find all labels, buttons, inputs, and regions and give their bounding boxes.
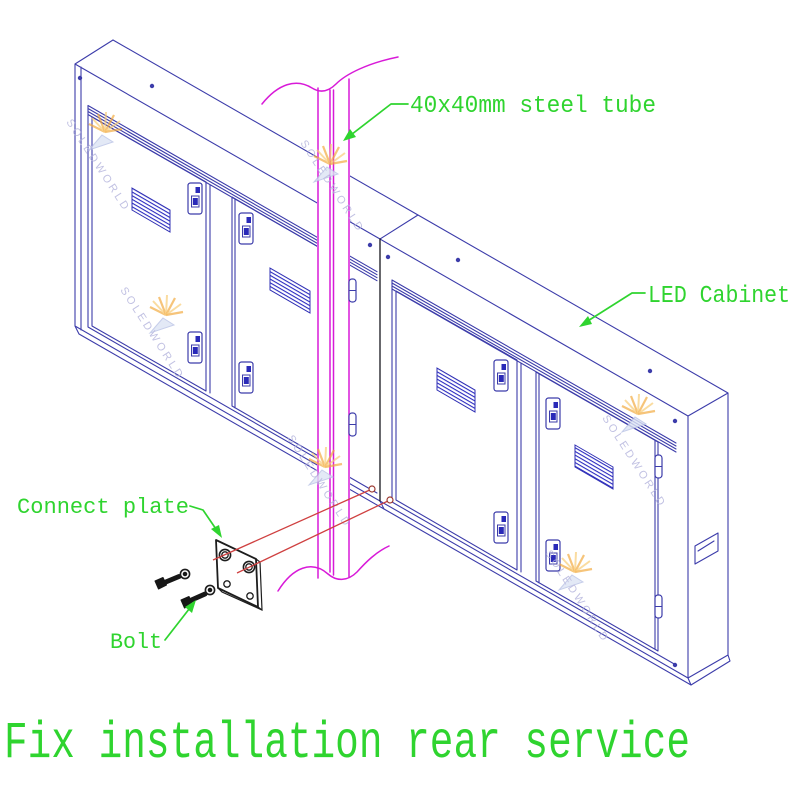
right-cabinet: [379, 214, 731, 686]
right-cabinet-doors: [395, 290, 659, 652]
steel-tube-break-top: [261, 56, 399, 105]
mount-hole-dot: [149, 83, 155, 89]
mount-point-ring: [386, 496, 394, 504]
left-cabinet: [74, 39, 419, 510]
callout-led-cabinet: LED Cabinet: [579, 283, 790, 327]
alignment-lines: [212, 485, 394, 574]
mount-hole-dot: [647, 368, 653, 374]
left-door1-lock-top: [187, 182, 203, 215]
steel-tube-edges: [317, 78, 350, 579]
right-door1-lock-bottom: [493, 511, 509, 544]
plate-washer: [218, 548, 232, 562]
bolt-washer-center: [182, 571, 188, 577]
steel-tube-arrow: [343, 129, 356, 141]
steel-tube-leader-line: [346, 103, 409, 139]
right-door2-lock-top: [545, 397, 561, 430]
alignment-line-top: [212, 488, 373, 561]
right-cabinet-outline: [379, 214, 731, 686]
bolt-shaft: [184, 591, 208, 605]
left-door2-vent-grille: [269, 267, 311, 314]
mount-hole-dot: [455, 257, 461, 263]
left-cabinet-doors: [91, 116, 349, 474]
left-door1-lock-bottom: [187, 331, 203, 364]
watermark-text: SOLEDWORLD: [117, 285, 186, 382]
side-handle: [694, 532, 719, 565]
mount-hole-dot: [77, 75, 83, 81]
callout-steel-tube: 40x40mm steel tube: [343, 93, 656, 141]
bolt-washer-center: [207, 587, 213, 593]
bolt-leader-line: [164, 603, 194, 641]
led-cabinet-leader-line: [582, 292, 646, 325]
mount-point-ring: [368, 485, 376, 493]
mount-hole-dot: [367, 242, 373, 248]
connect-plate-arrow: [211, 525, 222, 538]
watermark-text: SOLEDWORLD: [542, 548, 611, 645]
watermark: SOLEDWORLD: [542, 548, 611, 645]
right-door2-vent-grille: [574, 444, 614, 490]
left-door2-hinge-top: [348, 278, 357, 303]
right-door1-vent-grille: [436, 367, 476, 413]
bolt-arrow: [185, 600, 196, 613]
sunburst-logo-icon: [620, 392, 657, 434]
watermark: SOLEDWORLD: [117, 285, 186, 382]
connect-plate-label: Connect plate: [17, 495, 189, 520]
watermark: SOLEDWORLD: [63, 110, 133, 214]
steel-tube-break-bottom: [277, 545, 390, 592]
mount-hole-dot: [672, 662, 678, 668]
led-cabinet-label: LED Cabinet: [648, 283, 790, 310]
connect-plate-leader-line: [189, 505, 219, 533]
left-cabinet-outline: [74, 39, 419, 510]
right-door2-hinge-top: [654, 454, 663, 479]
bolt-1: [154, 568, 191, 590]
connect-plate: [215, 539, 263, 611]
right-door2-hinge-bottom: [654, 594, 663, 619]
mount-hole-dot: [385, 254, 391, 260]
right-cabinet-door-frame: [391, 279, 677, 666]
left-door2-hinge-bottom: [348, 412, 357, 437]
plate-hole: [246, 592, 254, 600]
left-door2-lock-bottom: [238, 361, 254, 394]
bolt-washer: [204, 584, 216, 596]
left-door1-vent-grille: [131, 187, 171, 233]
bolt-label: Bolt: [110, 630, 162, 655]
bolt-2: [180, 584, 216, 609]
right-door1-lock-top: [493, 359, 509, 392]
connect-plate-thickness: [217, 558, 263, 611]
led-cabinet-arrow: [579, 316, 592, 327]
steel-tube-label: 40x40mm steel tube: [410, 93, 656, 120]
plate-hole: [223, 580, 231, 588]
callout-bolt: Bolt: [110, 600, 196, 655]
diagram-title: Fix installation rear service: [4, 714, 690, 773]
bolt-washer: [179, 568, 191, 580]
plate-washer: [242, 560, 256, 574]
alignment-line-bottom: [236, 499, 391, 574]
mount-hole-dot: [672, 418, 678, 424]
bolt-shaft: [158, 574, 182, 587]
left-door2-lock-top: [238, 212, 254, 245]
callout-connect-plate: Connect plate: [17, 495, 222, 538]
